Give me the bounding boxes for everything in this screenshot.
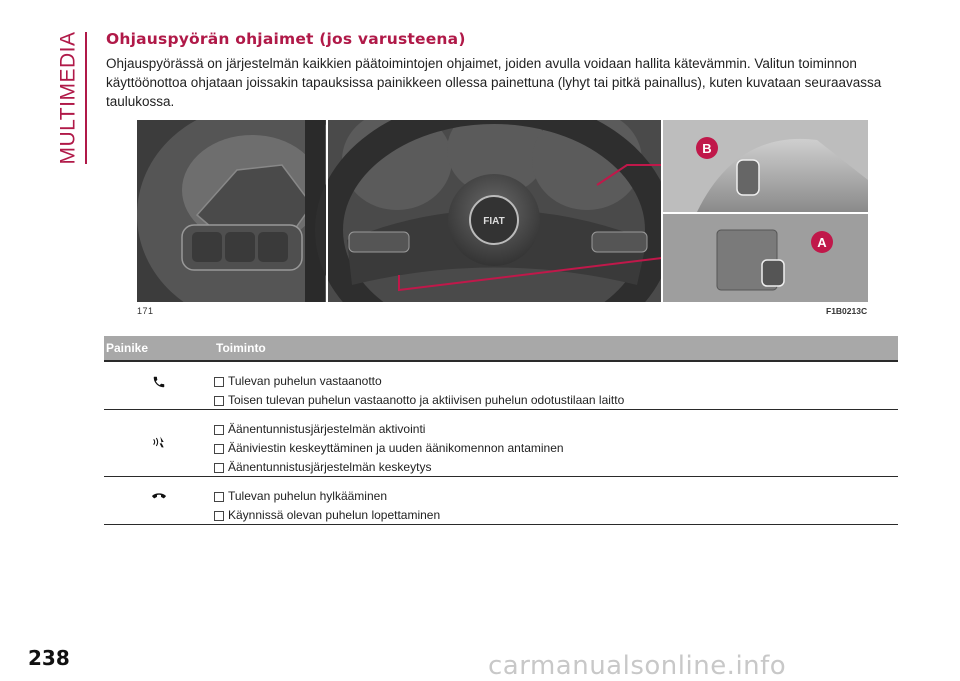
phone-answer-icon	[104, 362, 214, 409]
watermark: carmanualsonline.info	[488, 651, 787, 681]
item-text: Tulevan puhelun hylkääminen	[228, 489, 387, 503]
list-item: Tulevan puhelun vastaanotto	[214, 372, 898, 391]
callout-b: B	[702, 141, 711, 156]
table-row: Tulevan puhelun vastaanotto Toisen tulev…	[104, 362, 898, 410]
item-text: Ääniviestin keskeyttäminen ja uuden ääni…	[228, 441, 564, 455]
table-row: Tulevan puhelun hylkääminen Käynnissä ol…	[104, 477, 898, 525]
table-row: Äänentunnistusjärjestelmän aktivointi Ää…	[104, 410, 898, 477]
item-text: Äänentunnistusjärjestelmän aktivointi	[228, 422, 426, 436]
checkbox-bullet	[214, 462, 224, 473]
checkbox-bullet	[214, 424, 224, 435]
section-rule	[85, 32, 87, 164]
callout-a-circle	[811, 231, 833, 253]
figure-code: F1B0213C	[826, 306, 868, 316]
list-item: Äänentunnistusjärjestelmän keskeytys	[214, 458, 898, 477]
fiat-badge-text: FIAT	[483, 216, 504, 227]
controls-table: Painike Toiminto Tulevan puhelun vastaan…	[104, 336, 898, 525]
header-rule	[104, 360, 898, 362]
checkbox-bullet	[214, 376, 224, 387]
figure-illustration: FIAT B A	[137, 120, 868, 302]
page-number: 238	[28, 646, 70, 670]
voice-command-icon	[104, 410, 214, 476]
section-label: MULTIMEDIA	[55, 30, 81, 165]
callout-a: A	[817, 235, 827, 250]
table-header: Painike Toiminto	[104, 336, 898, 360]
header-button: Painike	[106, 341, 149, 355]
intro-paragraph: Ohjauspyörässä on järjestelmän kaikkien …	[106, 56, 882, 109]
figure-number: 171	[137, 306, 154, 316]
page-heading: Ohjauspyörän ohjaimet (jos varusteena)	[106, 30, 466, 48]
list-item: Äänentunnistusjärjestelmän aktivointi	[214, 420, 898, 439]
callout-b-circle	[696, 137, 718, 159]
item-text: Äänentunnistusjärjestelmän keskeytys	[228, 460, 432, 474]
checkbox-bullet	[214, 491, 224, 502]
header-function: Toiminto	[216, 341, 266, 355]
phone-hangup-icon	[104, 477, 214, 524]
list-item: Ääniviestin keskeyttäminen ja uuden ääni…	[214, 439, 898, 458]
steering-wheel-figure: FIAT B A	[137, 120, 868, 302]
item-text: Toisen tulevan puhelun vastaanotto ja ak…	[228, 393, 625, 407]
list-item: Tulevan puhelun hylkääminen	[214, 487, 898, 506]
list-item: Käynnissä olevan puhelun lopettaminen	[214, 506, 898, 525]
item-text: Tulevan puhelun vastaanotto	[228, 374, 382, 388]
section-label-text: MULTIMEDIA	[56, 31, 80, 165]
item-text: Käynnissä olevan puhelun lopettaminen	[228, 508, 441, 522]
checkbox-bullet	[214, 395, 224, 406]
checkbox-bullet	[214, 443, 224, 454]
list-item: Toisen tulevan puhelun vastaanotto ja ak…	[214, 391, 898, 410]
checkbox-bullet	[214, 510, 224, 521]
